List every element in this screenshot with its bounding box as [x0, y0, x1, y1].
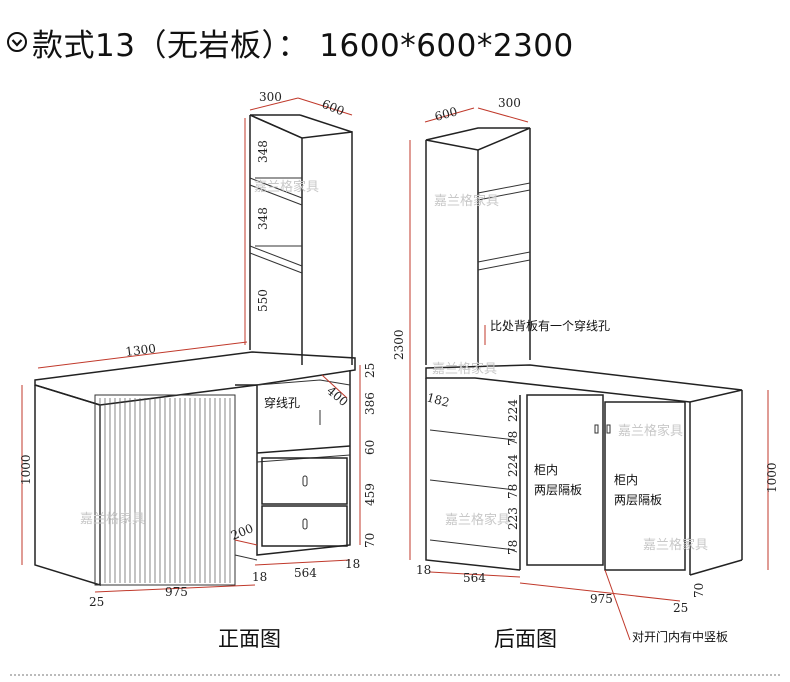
- door-right-line2: 两层隔板: [614, 493, 662, 507]
- page-title: 款式13（无岩板）： 1600*600*2300: [32, 27, 574, 64]
- front-dim-348b: 348: [256, 207, 270, 230]
- front-dim-1000: 1000: [19, 454, 33, 485]
- door-right-line1: 柜内: [614, 473, 638, 487]
- back-dim-18: 18: [416, 563, 431, 577]
- back-dim-224a: 224: [506, 399, 520, 422]
- front-view-caption: 正面图: [218, 627, 281, 651]
- front-dim-25b: 25: [89, 595, 104, 609]
- watermark: 嘉兰格家具: [254, 179, 319, 195]
- front-dim-200: 200: [229, 521, 255, 543]
- back-dim-224b: 224: [506, 454, 520, 477]
- back-view: 600 300 2300 182 224 78 224 78 223 78 10…: [392, 96, 779, 651]
- back-dim-70: 70: [692, 583, 706, 598]
- back-hole-note: 比处背板有一个穿线孔: [490, 318, 610, 333]
- front-dim-18b: 18: [345, 557, 360, 571]
- back-view-caption: 后面图: [494, 627, 557, 651]
- front-dim-18a: 18: [252, 570, 267, 584]
- front-dim-564: 564: [294, 566, 317, 580]
- front-view: 300 600 348 348 550 1300 1000 400 25 386…: [19, 90, 377, 651]
- front-dim-600: 600: [320, 97, 346, 119]
- front-dim-25: 25: [363, 363, 377, 378]
- front-dim-386: 386: [363, 392, 377, 415]
- door-left-line2: 两层隔板: [534, 483, 582, 497]
- watermark: 嘉兰格家具: [80, 511, 145, 527]
- back-dim-78b: 78: [506, 484, 520, 499]
- watermark: 嘉兰格家具: [432, 361, 497, 377]
- chevron-down-circle-icon: [7, 32, 27, 52]
- back-dim-300: 300: [498, 96, 521, 110]
- back-dim-564: 564: [463, 571, 486, 585]
- front-dim-550: 550: [256, 289, 270, 312]
- back-dim-78c: 78: [506, 540, 520, 555]
- front-dim-60: 60: [363, 440, 377, 455]
- back-dim-600: 600: [433, 104, 459, 123]
- back-dim-78a: 78: [506, 431, 520, 446]
- door-left-line1: 柜内: [534, 463, 558, 477]
- back-dim-975: 975: [590, 592, 613, 606]
- back-dim-223: 223: [506, 507, 520, 530]
- watermark: 嘉兰格家具: [643, 537, 708, 553]
- watermark: 嘉兰格家具: [445, 512, 510, 528]
- front-dim-400: 400: [324, 384, 351, 409]
- divider-note: 对开门内有中竖板: [632, 629, 728, 644]
- watermark: 嘉兰格家具: [618, 423, 683, 439]
- back-dim-2300: 2300: [392, 329, 406, 360]
- back-dim-182: 182: [425, 390, 451, 409]
- front-hole-note: 穿线孔: [264, 395, 300, 410]
- fluted-panel: [99, 398, 231, 583]
- front-dim-1300: 1300: [125, 341, 157, 359]
- watermark: 嘉兰格家具: [434, 193, 499, 209]
- title-row: 款式13（无岩板）： 1600*600*2300: [6, 20, 574, 64]
- front-dim-459: 459: [363, 483, 377, 506]
- front-dim-348a: 348: [256, 140, 270, 163]
- front-dim-300: 300: [259, 90, 282, 104]
- front-dim-70: 70: [363, 533, 377, 548]
- divider: [10, 674, 780, 676]
- back-dim-25: 25: [673, 601, 688, 615]
- back-dim-1000: 1000: [765, 462, 779, 493]
- front-dim-975: 975: [165, 585, 188, 599]
